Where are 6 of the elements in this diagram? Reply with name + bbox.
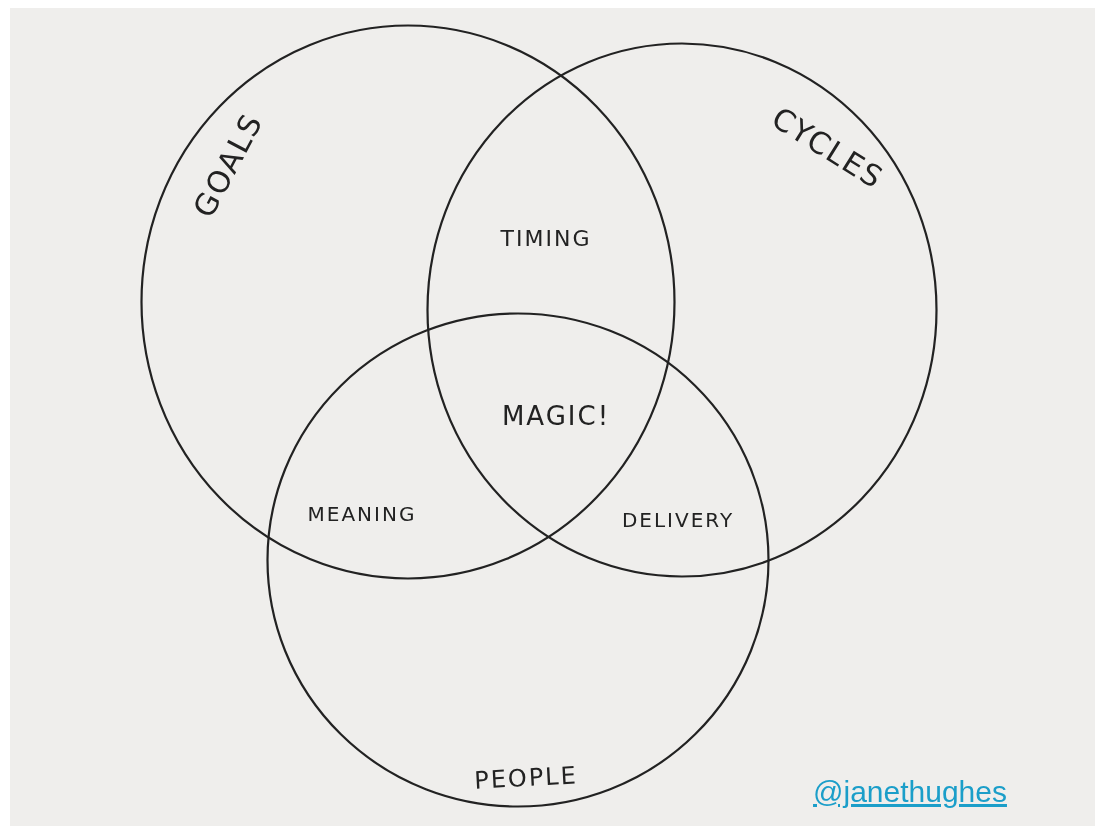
set-label: PEOPLE (473, 761, 579, 795)
overlap-label: TIMING (500, 225, 592, 251)
overlap-label: MAGIC! (501, 401, 611, 431)
author-handle: @janethughes (813, 775, 1007, 809)
overlap-label: MEANING (307, 502, 417, 526)
overlap-label: DELIVERY (621, 508, 735, 532)
